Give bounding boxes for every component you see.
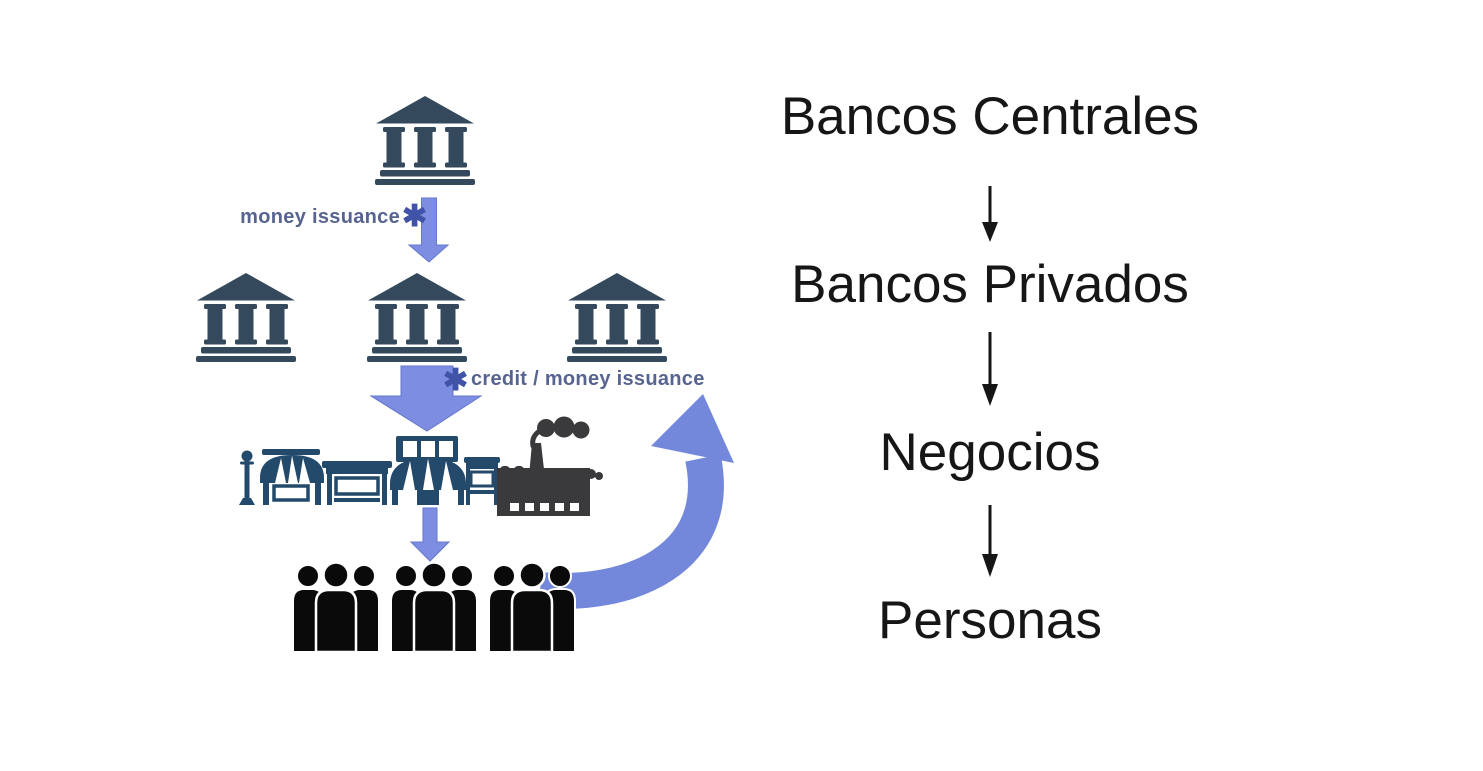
cycle-arrow-icon: [538, 394, 734, 609]
down-arrow-head-icon: [982, 384, 998, 406]
private-bank-left-icon: [196, 273, 296, 362]
private-bank-right-icon: [567, 273, 667, 362]
hierarchy-label-personas: Personas: [878, 591, 1102, 650]
hierarchy-arrows: [982, 186, 998, 577]
hierarchy-label-bancos-privados: Bancos Privados: [791, 255, 1189, 314]
storefronts-icon: [239, 436, 500, 505]
hierarchy-label-negocios: Negocios: [879, 423, 1101, 482]
consumption-arrow-icon: [409, 507, 451, 562]
people-group-icon: [389, 563, 479, 653]
factory-icon: [497, 416, 603, 516]
asterisk-icon: ✱: [402, 200, 428, 233]
lamp-post-icon: [239, 450, 255, 505]
money-issuance-label: money issuance: [240, 206, 400, 228]
hierarchy-label-bancos-centrales: Bancos Centrales: [780, 87, 1200, 146]
people-group-icon: [487, 563, 577, 653]
private-bank-middle-icon: [367, 273, 467, 362]
central-bank-icon: [375, 96, 475, 185]
people-group-icon: [291, 563, 381, 653]
money-issuance-arrow-icon: [407, 197, 450, 263]
credit-arrow-icon: [369, 365, 483, 432]
down-arrow-head-icon: [982, 554, 998, 577]
asterisk-icon: ✱: [443, 364, 469, 397]
down-arrow-head-icon: [982, 222, 998, 242]
credit-money-issuance-label: credit / money issuance: [471, 368, 705, 390]
